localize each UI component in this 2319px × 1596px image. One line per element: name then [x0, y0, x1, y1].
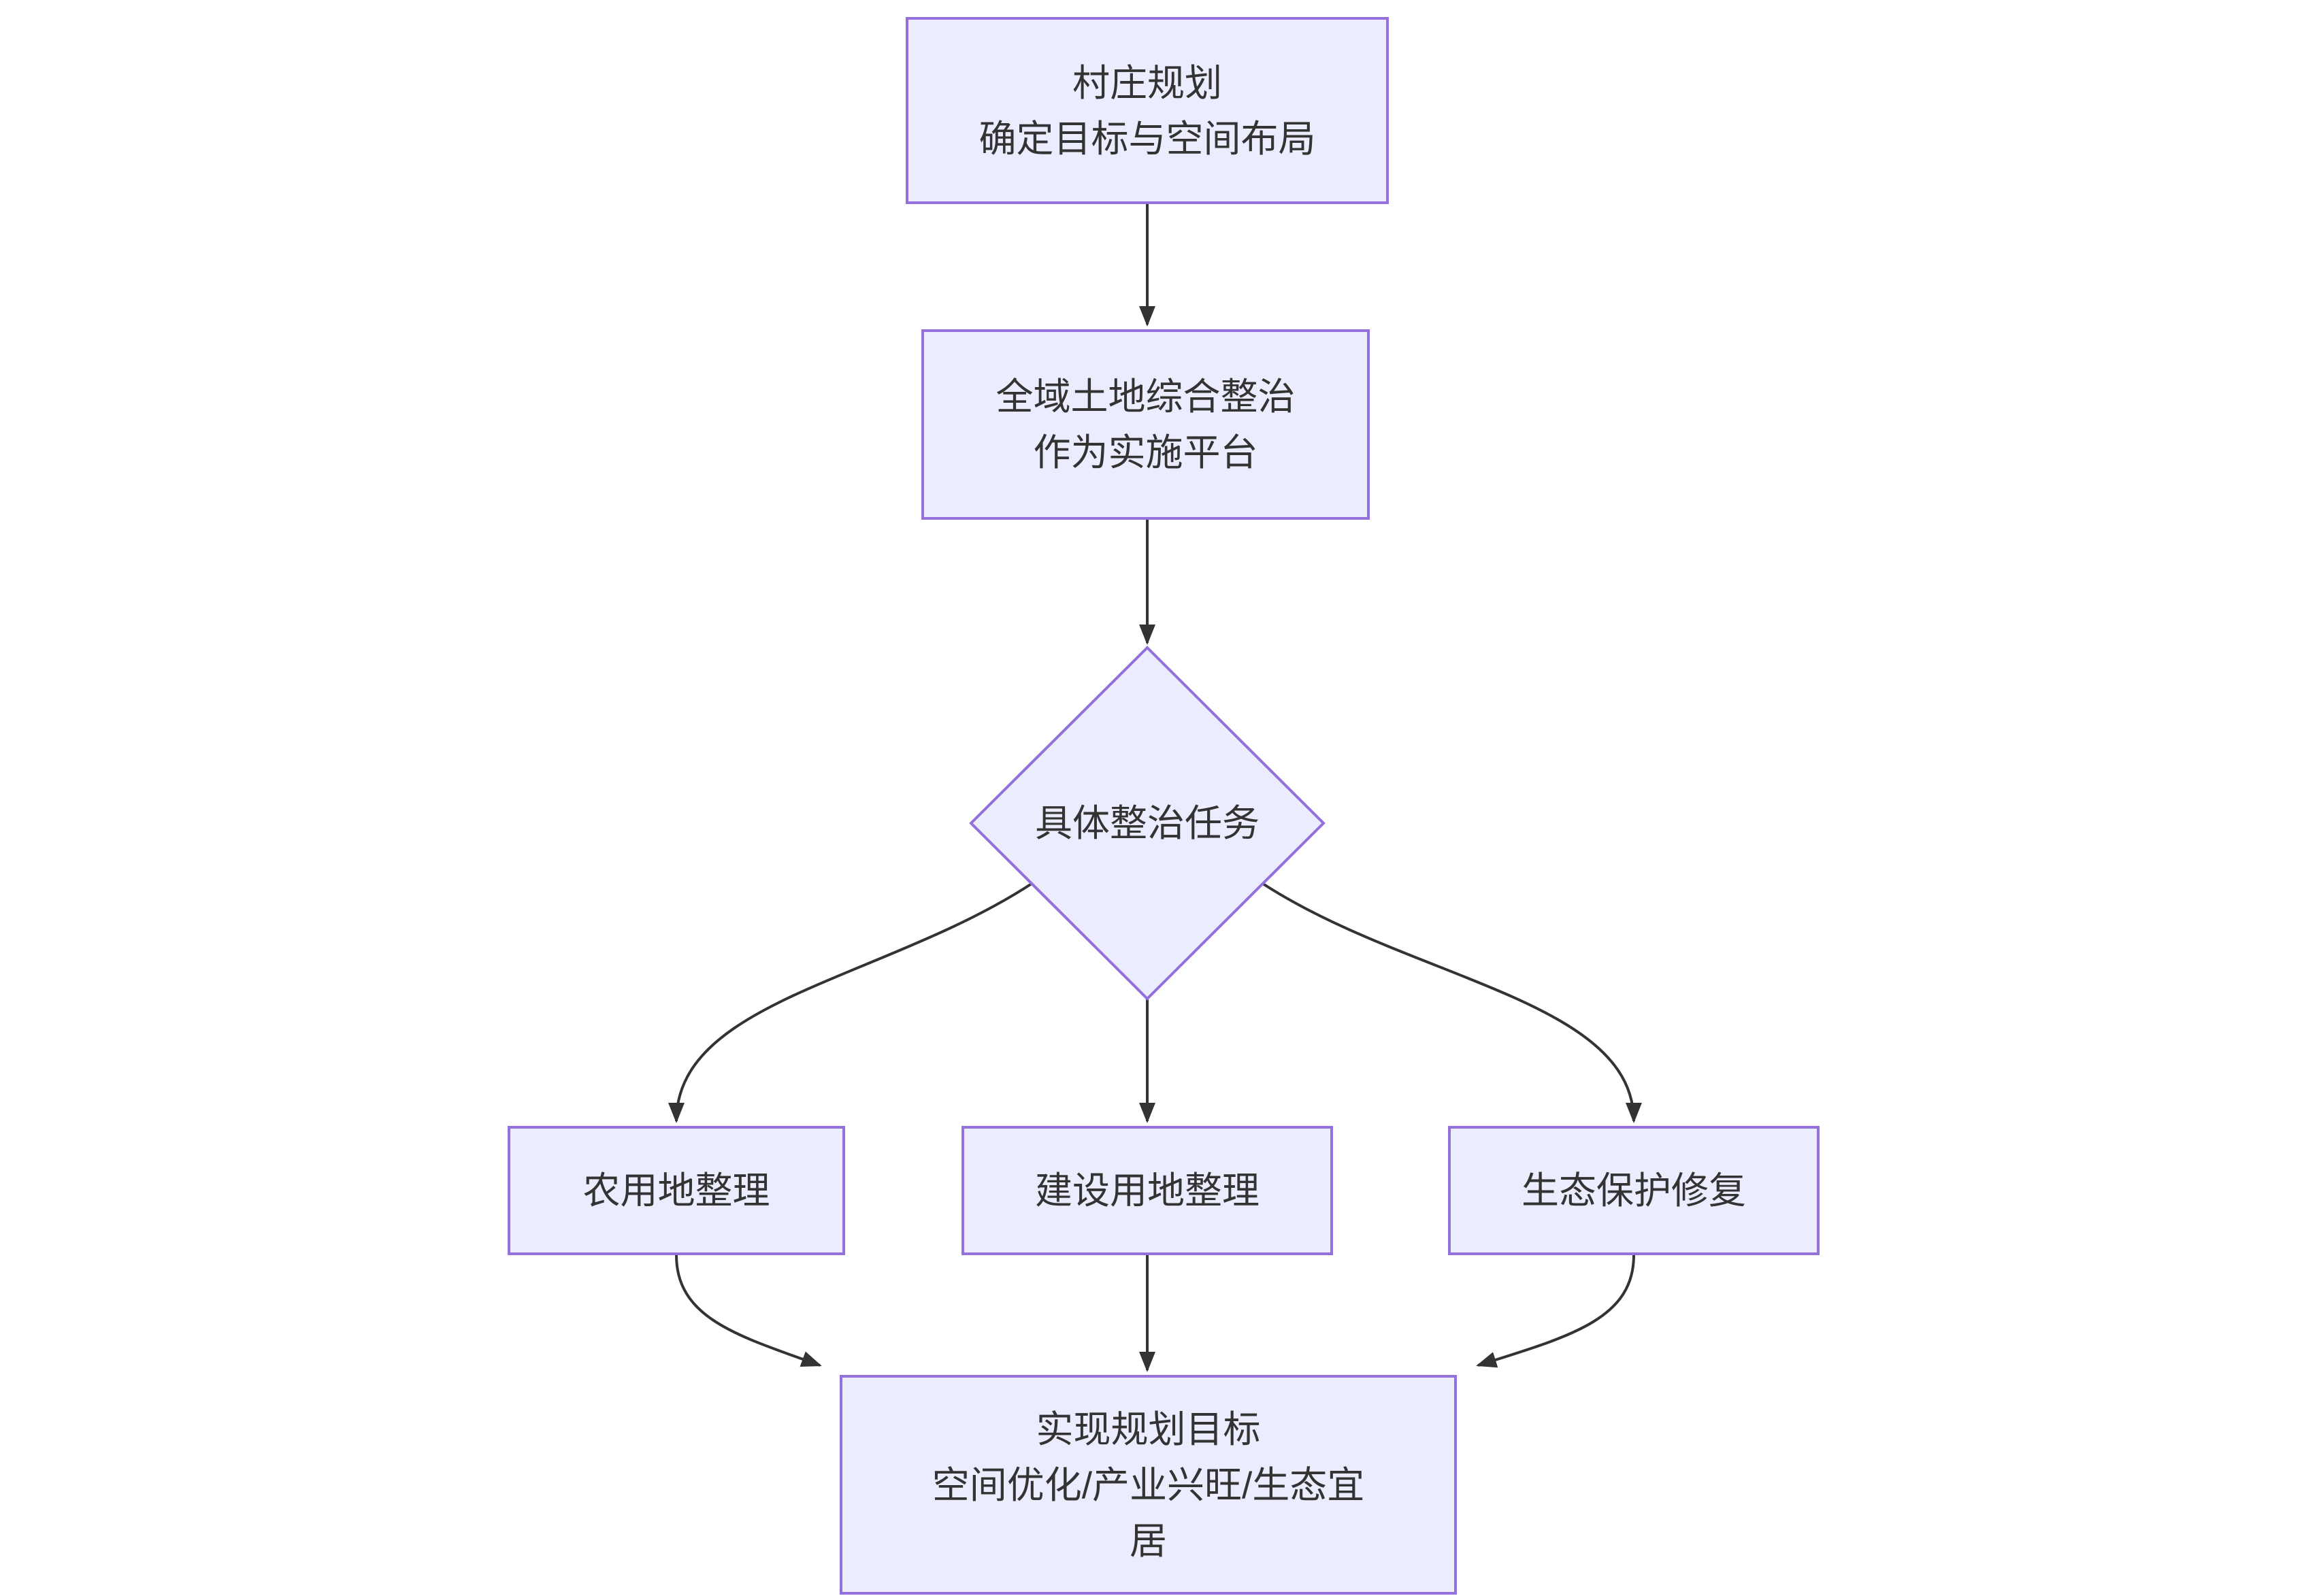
node-farmland: 农用地整理 — [508, 1126, 845, 1255]
node-tasks-decision-diamond — [969, 646, 1326, 1001]
node-label-line: 村庄规划 — [1072, 61, 1222, 104]
node-label-line: 空间优化/产业兴旺/生态宜 — [932, 1463, 1365, 1506]
node-label-line: 确定目标与空间布局 — [978, 117, 1316, 160]
edge-farmland-to-goal — [675, 1254, 822, 1367]
edge-tasks-decision-to-farmland — [668, 882, 1033, 1123]
edge-ecological-to-goal — [1476, 1254, 1635, 1368]
node-label-line: 实现规划目标 — [1036, 1408, 1261, 1450]
node-label-line: 生态保护修复 — [1521, 1169, 1746, 1212]
node-label-line: 居 — [1129, 1519, 1167, 1562]
node-village-planning: 村庄规划 确定目标与空间布局 — [906, 17, 1389, 204]
node-label-line: 建设用地整理 — [1034, 1169, 1260, 1212]
node-land-consolidation: 全域土地综合整治 作为实施平台 — [921, 329, 1370, 520]
node-label-line: 作为实施平台 — [1033, 431, 1258, 473]
node-goal: 实现规划目标 空间优化/产业兴旺/生态宜 居 — [840, 1375, 1457, 1595]
node-label-line: 农用地整理 — [582, 1169, 770, 1212]
edge-tasks-decision-to-ecological — [1262, 882, 1642, 1123]
node-label-line: 全域土地综合整治 — [996, 376, 1296, 418]
node-ecological: 生态保护修复 — [1448, 1126, 1820, 1255]
node-construction-land: 建设用地整理 — [961, 1126, 1333, 1255]
